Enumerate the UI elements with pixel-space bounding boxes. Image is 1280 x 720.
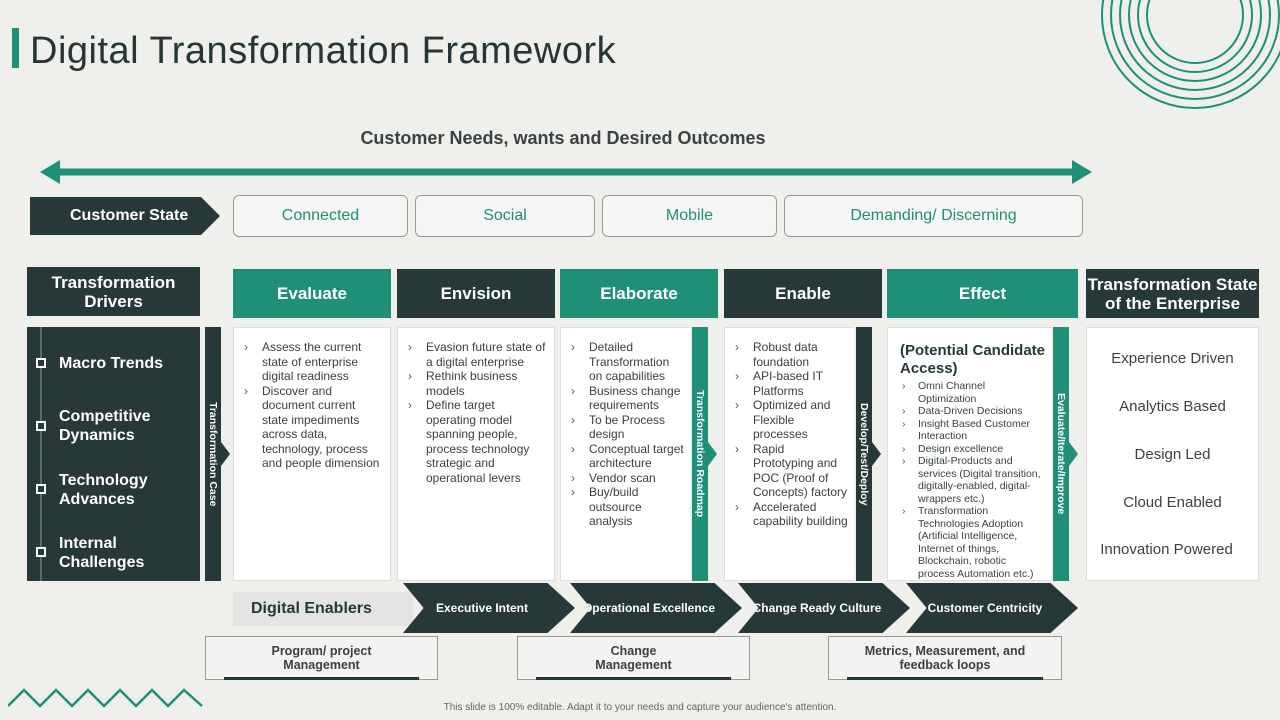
list-item: Define target operating model spanning p… [408, 398, 548, 485]
double-arrow-icon [40, 160, 1092, 184]
driver-marker-icon [36, 358, 46, 368]
page-title: Digital Transformation Framework [30, 30, 617, 72]
list-item: Robust data foundation [735, 340, 848, 369]
effect-subtitle: (Potential Candidate Access) [900, 342, 1046, 377]
list-item: Evasion future state of a digital enterp… [408, 340, 548, 369]
list-item: Rethink business models [408, 369, 548, 398]
change-management-box: Change Management [517, 636, 750, 680]
list-item: Insight Based Customer Interaction [902, 418, 1045, 443]
phase-elaborate: Elaborate [560, 269, 718, 318]
driver-competitive-dynamics: Competitive Dynamics [59, 408, 151, 444]
list-item: To be Process design [571, 413, 684, 442]
decorative-rings-icon [1101, 0, 1280, 109]
enabler-operational-excellence: Operational Excellence [570, 583, 742, 633]
driver-internal-challenges: Internal Challenges [59, 535, 145, 571]
evaluate-column: Assess the current state of enterprise d… [233, 327, 391, 581]
enabler-change-ready-culture: Change Ready Culture [738, 583, 910, 633]
title-accent-bar [12, 28, 19, 68]
list-item: Rapid Prototyping and POC (Proof of Conc… [735, 442, 848, 500]
customer-state-connected: Connected [233, 195, 408, 237]
list-item: Detailed Transformation on capabilities [571, 340, 684, 384]
evaluate-iterate-improve-pointer [1069, 442, 1078, 466]
customer-state-demanding: Demanding/ Discerning [784, 195, 1083, 237]
transformation-state-title: Transformation State of the Enterprise [1086, 269, 1259, 318]
transformation-drivers-title: Transformation Drivers [27, 267, 200, 316]
zigzag-decoration-icon [8, 688, 203, 708]
customer-needs-header: Customer Needs, wants and Desired Outcom… [360, 128, 766, 148]
transformation-drivers-panel: Macro Trends Competitive Dynamics Techno… [27, 327, 200, 581]
effect-column: (Potential Candidate Access) Omni Channe… [887, 327, 1051, 581]
driver-marker-icon [36, 484, 46, 494]
state-cloud-enabled: Cloud Enabled [1123, 494, 1222, 511]
transformation-roadmap-pointer [708, 442, 717, 466]
list-item: Data-Driven Decisions [902, 405, 1045, 418]
list-item: Conceptual target architecture [571, 442, 684, 471]
phase-enable: Enable [724, 269, 882, 318]
list-item: API-based IT Platforms [735, 369, 848, 398]
enabler-customer-centricity: Customer Centricity [906, 583, 1078, 633]
phase-envision: Envision [397, 269, 555, 318]
footer-note: This slide is 100% editable. Adapt it to… [443, 702, 837, 713]
list-item: Vendor scan [571, 471, 684, 486]
enabler-executive-intent: Executive Intent [403, 583, 575, 633]
develop-test-deploy-pointer [872, 442, 881, 466]
drivers-connector-line [40, 327, 42, 581]
metrics-feedback-box: Metrics, Measurement, and feedback loops [828, 636, 1062, 680]
customer-state-social: Social [415, 195, 595, 237]
state-design-led: Design Led [1134, 446, 1211, 463]
enable-column: Robust data foundation API-based IT Plat… [724, 327, 854, 581]
evaluate-iterate-improve-bar: Evaluate/Iterate/Improve [1053, 327, 1069, 581]
digital-enablers-label: Digital Enablers [233, 592, 413, 626]
program-management-box: Program/ project Management [205, 636, 438, 680]
driver-marker-icon [36, 547, 46, 557]
list-item: Omni Channel Optimization [902, 380, 1045, 405]
state-innovation-powered: Innovation Powered [1100, 541, 1233, 558]
customer-state-mobile: Mobile [602, 195, 777, 237]
list-item: Design excellence [902, 443, 1045, 456]
list-item: Business change requirements [571, 384, 684, 413]
list-item: Assess the current state of enterprise d… [244, 340, 384, 384]
list-item: Discover and document current state impe… [244, 384, 384, 471]
envision-column: Evasion future state of a digital enterp… [397, 327, 555, 581]
state-analytics-based: Analytics Based [1119, 398, 1226, 415]
list-item: Buy/build outsource analysis [571, 485, 684, 529]
state-experience-driven: Experience Driven [1111, 350, 1234, 367]
list-item: Accelerated capability building [735, 500, 848, 529]
transformation-case-bar: Transformation Case [205, 327, 221, 581]
elaborate-column: Detailed Transformation on capabilities … [560, 327, 690, 581]
driver-marker-icon [36, 421, 46, 431]
transformation-roadmap-bar: Transformation Roadmap [692, 327, 708, 581]
driver-technology-advances: Technology Advances [59, 472, 148, 508]
customer-state-label: Customer State [30, 197, 220, 235]
driver-macro-trends: Macro Trends [59, 355, 164, 372]
phase-evaluate: Evaluate [233, 269, 391, 318]
list-item: Optimized and Flexible processes [735, 398, 848, 442]
list-item: Digital-Products and services (Digital t… [902, 455, 1045, 505]
phase-effect: Effect [887, 269, 1078, 318]
transformation-case-pointer [221, 442, 230, 466]
develop-test-deploy-bar: Develop/Test/Deploy [856, 327, 872, 581]
transformation-state-panel: Experience Driven Analytics Based Design… [1086, 327, 1259, 581]
list-item: Transformation Technologies Adoption (Ar… [902, 505, 1045, 580]
